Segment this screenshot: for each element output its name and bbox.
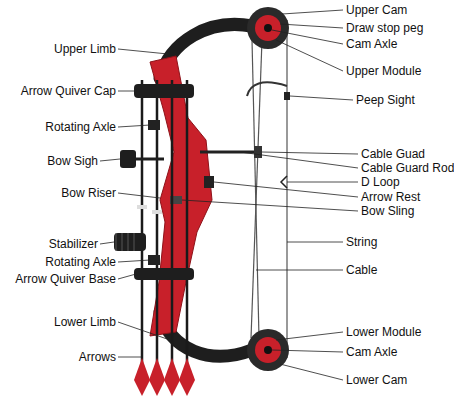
part-label: Arrows [79, 350, 116, 364]
part-label: Upper Limb [54, 42, 116, 56]
part-label: Cable [346, 263, 377, 277]
sight-and-stabilizer [114, 150, 164, 251]
part-label: Upper Cam [346, 3, 407, 17]
leader-lines [100, 10, 358, 380]
part-label: D Loop [361, 175, 400, 189]
part-label: Arrow Rest [361, 190, 420, 204]
part-label: Cam Axle [346, 345, 397, 359]
part-label: Arrow Quiver Base [15, 272, 116, 286]
part-label: Arrow Quiver Cap [21, 84, 116, 98]
part-label: Rotating Axle [45, 120, 116, 134]
part-label: Cam Axle [346, 37, 397, 51]
part-label: Lower Module [346, 325, 421, 339]
part-label: String [346, 235, 377, 249]
part-label: Rotating Axle [45, 255, 116, 269]
part-label: Lower Limb [54, 315, 116, 329]
part-label: Cable Guard Rod [361, 161, 454, 175]
part-label: Cable Guad [361, 147, 425, 161]
part-label: Draw stop peg [346, 21, 423, 35]
part-label: Upper Module [346, 64, 421, 78]
part-label: Lower Cam [346, 373, 407, 387]
part-label: Bow Sigh [47, 154, 98, 168]
part-label: Peep Sight [356, 93, 415, 107]
part-label: Stabilizer [49, 237, 98, 251]
part-label: Bow Riser [61, 186, 116, 200]
part-label: Bow Sling [361, 204, 414, 218]
